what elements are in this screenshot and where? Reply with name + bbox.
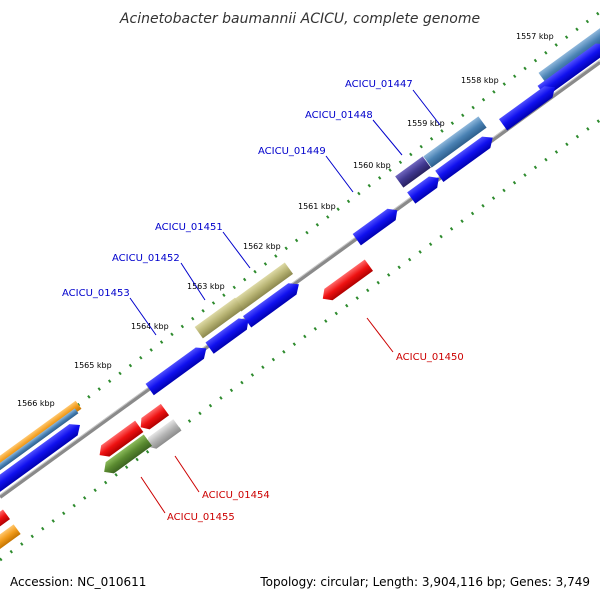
gene-blue-1558[interactable] xyxy=(498,82,559,131)
leader-acicu-01449 xyxy=(325,155,354,193)
genome-backbone xyxy=(0,60,600,499)
gene-red-3[interactable] xyxy=(0,509,10,529)
inner-tick-track xyxy=(0,118,600,562)
genome-backbone-highlight xyxy=(0,59,600,496)
gene-labels: ACICU_01447 ACICU_01448 ACICU_01449 ACIC… xyxy=(62,79,464,523)
gene-label-acicu-01451[interactable]: ACICU_01451 xyxy=(155,222,223,233)
gene-acicu-01451[interactable] xyxy=(232,262,294,312)
gene-acicu-01448[interactable] xyxy=(395,156,431,188)
gene-blue-1561[interactable] xyxy=(352,205,402,246)
gene-acicu-01450[interactable] xyxy=(319,259,374,305)
gene-label-acicu-01449[interactable]: ACICU_01449 xyxy=(258,146,326,157)
gene-red-2[interactable] xyxy=(95,420,144,461)
topology-text: Topology: circular; Length: 3,904,116 bp… xyxy=(259,575,590,589)
tick-label: 1562 kbp xyxy=(243,242,281,251)
gene-features xyxy=(0,25,600,552)
leader-acicu-01447 xyxy=(412,89,441,126)
leader-acicu-01454 xyxy=(174,455,200,493)
gene-red-1[interactable] xyxy=(137,403,170,433)
leader-acicu-01452 xyxy=(180,262,206,301)
blue-genes xyxy=(0,39,600,512)
outer-tick-track xyxy=(4,10,600,462)
gene-steel-2[interactable] xyxy=(0,408,79,496)
gene-blue-1565[interactable] xyxy=(145,343,211,396)
gene-blue-1559[interactable] xyxy=(435,132,497,183)
leader-acicu-01450 xyxy=(366,317,394,353)
tick-label: 1557 kbp xyxy=(516,32,554,41)
leader-acicu-01453 xyxy=(129,297,157,336)
tick-label: 1559 kbp xyxy=(407,119,445,128)
tick-label: 1563 kbp xyxy=(187,282,225,291)
gene-blue-1566[interactable] xyxy=(0,419,84,512)
gene-blue-1557[interactable] xyxy=(537,39,600,98)
gene-acicu-01449[interactable] xyxy=(407,172,443,204)
gene-label-acicu-01447[interactable]: ACICU_01447 xyxy=(345,79,413,90)
gene-acicu-01454[interactable] xyxy=(143,419,182,452)
tick-label: 1566 kbp xyxy=(17,399,55,408)
gene-label-acicu-01455[interactable]: ACICU_01455 xyxy=(167,512,235,523)
tick-labels: 1557 kbp 1558 kbp 1559 kbp 1560 kbp 1561… xyxy=(17,32,554,408)
leader-acicu-01451 xyxy=(222,231,251,269)
gene-label-acicu-01453[interactable]: ACICU_01453 xyxy=(62,288,130,299)
accession-text: Accession: NC_010611 xyxy=(10,575,146,589)
map-title: Acinetobacter baumannii ACICU, complete … xyxy=(119,11,480,27)
gene-label-acicu-01454[interactable]: ACICU_01454 xyxy=(202,490,270,501)
gene-blue-1562[interactable] xyxy=(242,279,303,328)
label-leaders xyxy=(129,89,441,514)
tick-label: 1558 kbp xyxy=(461,76,499,85)
leader-acicu-01448 xyxy=(372,119,403,156)
gene-acicu-01446-outer[interactable] xyxy=(538,25,600,85)
gene-acicu-01452[interactable] xyxy=(194,297,244,339)
gene-acicu-01447[interactable] xyxy=(423,116,487,168)
tick-label: 1565 kbp xyxy=(74,361,112,370)
gene-acicu-01453[interactable] xyxy=(205,314,252,354)
reverse-genes xyxy=(0,259,374,529)
gene-label-acicu-01452[interactable]: ACICU_01452 xyxy=(112,253,180,264)
gene-label-acicu-01448[interactable]: ACICU_01448 xyxy=(305,110,373,121)
gene-label-acicu-01450[interactable]: ACICU_01450 xyxy=(396,352,464,363)
gene-acicu-01455[interactable] xyxy=(100,434,152,477)
leader-acicu-01455 xyxy=(140,476,166,514)
tick-label: 1561 kbp xyxy=(298,202,336,211)
gene-orange-1[interactable] xyxy=(0,400,82,480)
tick-label: 1560 kbp xyxy=(353,161,391,170)
gene-orange-2[interactable] xyxy=(0,524,21,552)
